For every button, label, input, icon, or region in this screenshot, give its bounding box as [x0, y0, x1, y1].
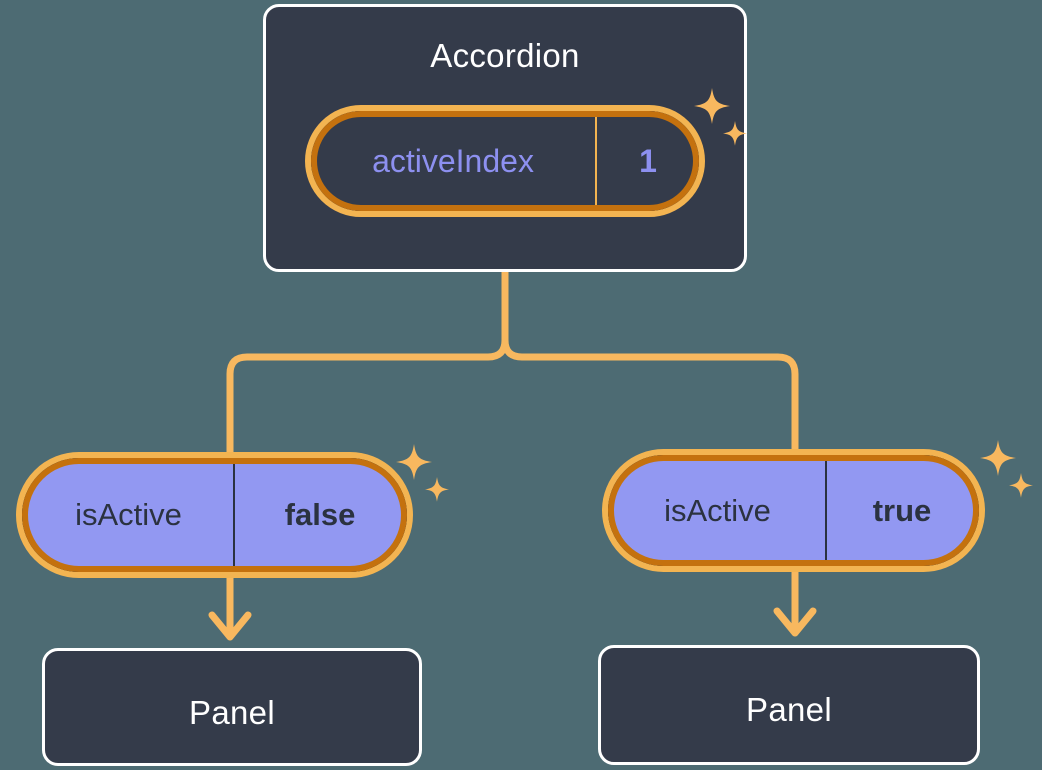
prop-pill-isactive-true-value: true [825, 457, 977, 564]
component-box-panel-left[interactable]: Panel [42, 648, 422, 766]
prop-pill-isactive-false-value: false [233, 460, 405, 570]
prop-pill-isactive-false-key: isActive [75, 497, 182, 532]
arrowhead-left [208, 611, 252, 641]
sparkle-four-point-large [980, 440, 1016, 476]
prop-pill-isactive-true-key: isActive [664, 492, 771, 528]
sparkle-four-point-large [396, 444, 432, 480]
component-title-accordion: Accordion [430, 37, 580, 74]
prop-pill-isactive-true[interactable]: isActive true [602, 449, 985, 572]
state-pill-activeindex-value: 1 [595, 111, 699, 211]
prop-pill-isactive-false-inner: isActive false [22, 458, 407, 572]
component-title-panel-right: Panel [746, 691, 832, 728]
component-title-panel-left: Panel [189, 694, 275, 731]
state-pill-activeindex[interactable]: activeIndex 1 [305, 105, 705, 217]
arrowhead-right [773, 607, 817, 637]
component-box-panel-right[interactable]: Panel [598, 645, 980, 765]
sparkle-group-right [980, 440, 1040, 510]
connector-root-to-left [226, 268, 509, 456]
connector-root-to-right [501, 268, 799, 456]
prop-pill-isactive-true-inner: isActive true [608, 455, 979, 566]
prop-pill-isactive-false[interactable]: isActive false [16, 452, 413, 578]
sparkle-four-point-small [1009, 473, 1033, 498]
state-pill-activeindex-key: activeIndex [372, 142, 534, 179]
sparkle-four-point-small [425, 477, 449, 502]
state-pill-activeindex-inner: activeIndex 1 [311, 111, 699, 211]
